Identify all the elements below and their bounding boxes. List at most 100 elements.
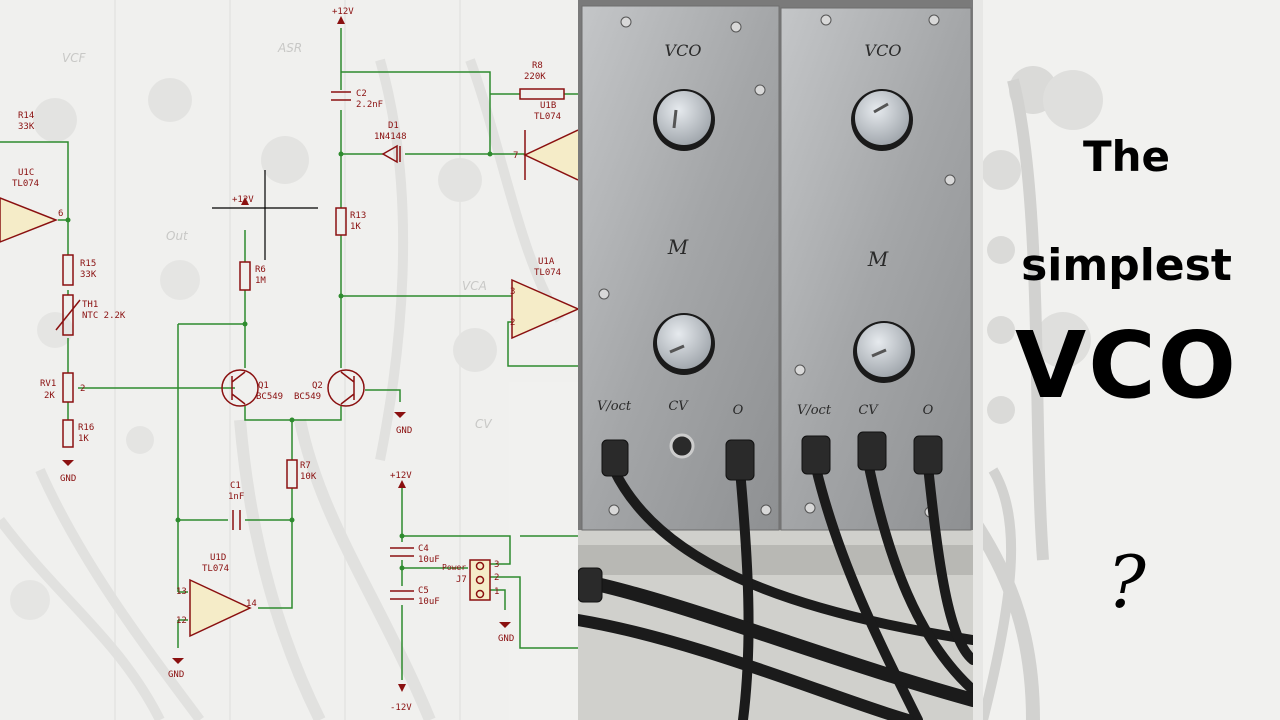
label-q2: Q2 <box>312 381 323 391</box>
label-r15-value: 33K <box>80 270 97 280</box>
title-line-the: The <box>1082 132 1171 181</box>
label-power: Power <box>442 563 466 572</box>
panel-1-jack-voct: V/oct <box>597 399 632 414</box>
svg-text:12: 12 <box>176 616 187 626</box>
thermistor-th1 <box>62 294 74 336</box>
module-photo: VCO M V/oct CV O VCO M V/oct CV O <box>578 0 973 720</box>
panel-2-title: VCO <box>865 41 902 60</box>
bg-label-asr: ASR <box>277 41 302 55</box>
connector-j7 <box>469 559 491 601</box>
panel-1-title: VCO <box>665 41 702 60</box>
faded-module-background <box>0 0 578 720</box>
label-u1b: U1B <box>540 101 556 111</box>
bg-label-vcf: VCF <box>62 51 87 65</box>
components <box>0 88 578 638</box>
label-rv1: RV1 <box>40 379 56 389</box>
label-d1: D1 <box>388 121 399 131</box>
label-r8: R8 <box>532 61 543 71</box>
label-r14: R14 <box>18 111 34 121</box>
plug-out-1[interactable] <box>725 439 755 481</box>
label-u1d-value: TL074 <box>202 564 229 574</box>
label-u1c: U1C <box>18 168 34 178</box>
opamp-u1d <box>189 578 252 638</box>
title-line-vco: VCO <box>1015 312 1238 419</box>
svg-text:2: 2 <box>494 573 499 583</box>
panel-1-mod-label: M <box>667 235 689 259</box>
svg-text:1: 1 <box>494 587 499 597</box>
resistor-r8 <box>519 88 565 100</box>
pin-labels: 6 7 3 2 2 13 12 14 3 2 1 <box>58 151 518 626</box>
resistor-r6 <box>239 261 251 291</box>
label-plus12-mid: +12V <box>232 195 254 205</box>
label-u1a-value: TL074 <box>534 268 561 278</box>
title-panel: The simplest VCO ? <box>973 0 1280 720</box>
title-line-simplest: simplest <box>1021 240 1232 291</box>
label-u1b-value: TL074 <box>534 112 561 122</box>
diode-d1 <box>381 144 401 164</box>
plug-out-2[interactable] <box>913 435 943 475</box>
module-photo-svg: VCO M V/oct CV O VCO M V/oct CV O <box>578 0 973 720</box>
bg-label-vca: VCA <box>462 279 487 293</box>
svg-text:13: 13 <box>176 587 187 597</box>
label-c1: C1 <box>230 481 241 491</box>
label-c4-value: 10uF <box>418 555 440 565</box>
panel-2-jack-voct: V/oct <box>797 403 832 418</box>
label-u1c-value: TL074 <box>12 179 39 189</box>
label-c5-value: 10uF <box>418 597 440 607</box>
bg-label-out: Out <box>166 229 189 243</box>
resistor-r16 <box>62 419 74 448</box>
mouse-crosshair <box>212 170 318 260</box>
knob-indicators <box>669 102 889 358</box>
svg-text:3: 3 <box>510 287 515 297</box>
transistor-q1 <box>221 369 259 407</box>
panel-1-jack-cv: CV <box>668 399 689 414</box>
wire-junctions <box>65 151 493 571</box>
svg-text:3: 3 <box>494 560 499 570</box>
svg-text:6: 6 <box>58 209 63 219</box>
label-r6-value: 1M <box>255 276 266 286</box>
label-c2-value: 2.2nF <box>356 100 383 110</box>
panel-2-jack-out: O <box>923 403 934 418</box>
background-module-labels: VCF ASR Out VCA CV <box>62 41 492 431</box>
plug-cv-2[interactable] <box>857 431 887 471</box>
label-r13: R13 <box>350 211 366 221</box>
label-u1a: U1A <box>538 257 555 267</box>
cable-plugs <box>578 431 943 603</box>
svg-text:2: 2 <box>510 318 515 328</box>
transistor-q2 <box>327 369 365 407</box>
label-q2-value: BC549 <box>294 392 321 402</box>
label-r14-value: 33K <box>18 122 35 132</box>
capacitor-c5 <box>390 590 414 600</box>
label-th1: TH1 <box>82 300 98 310</box>
capacitor-c4 <box>390 547 414 557</box>
panel-2-jack-cv: CV <box>858 403 879 418</box>
label-c1-value: 1nF <box>228 492 244 502</box>
label-c4: C4 <box>418 544 429 554</box>
bg-label-cv: CV <box>475 417 492 431</box>
label-u1d: U1D <box>210 553 226 563</box>
panel-labels: VCO M V/oct CV O VCO M V/oct CV O <box>597 41 934 418</box>
plug-voct-1[interactable] <box>601 439 629 477</box>
label-c5: C5 <box>418 586 429 596</box>
label-gnd-4: GND <box>498 634 514 644</box>
patch-cables <box>578 457 973 720</box>
jack-cv-1[interactable] <box>669 433 695 459</box>
label-th1-value: NTC 2.2K <box>82 311 126 321</box>
label-j7: J7 <box>456 575 467 585</box>
wires <box>0 28 578 680</box>
panel-2-mod-label: M <box>867 247 889 271</box>
label-gnd-2: GND <box>396 426 412 436</box>
schematic-svg: VCF ASR Out VCA CV <box>0 0 578 720</box>
label-q1-value: BC549 <box>256 392 283 402</box>
schematic-panel: VCF ASR Out VCA CV <box>0 0 578 720</box>
svg-text:2: 2 <box>80 384 85 394</box>
label-plus12-low: +12V <box>390 471 412 481</box>
plug-voct-2[interactable] <box>801 435 831 475</box>
label-r15: R15 <box>80 259 96 269</box>
label-plus12-top: +12V <box>332 7 354 17</box>
label-r6: R6 <box>255 265 266 275</box>
resistor-r7 <box>286 459 298 489</box>
opamp-u1b <box>523 129 578 181</box>
label-gnd-1: GND <box>60 474 76 484</box>
title-question-mark: ? <box>1107 540 1146 624</box>
